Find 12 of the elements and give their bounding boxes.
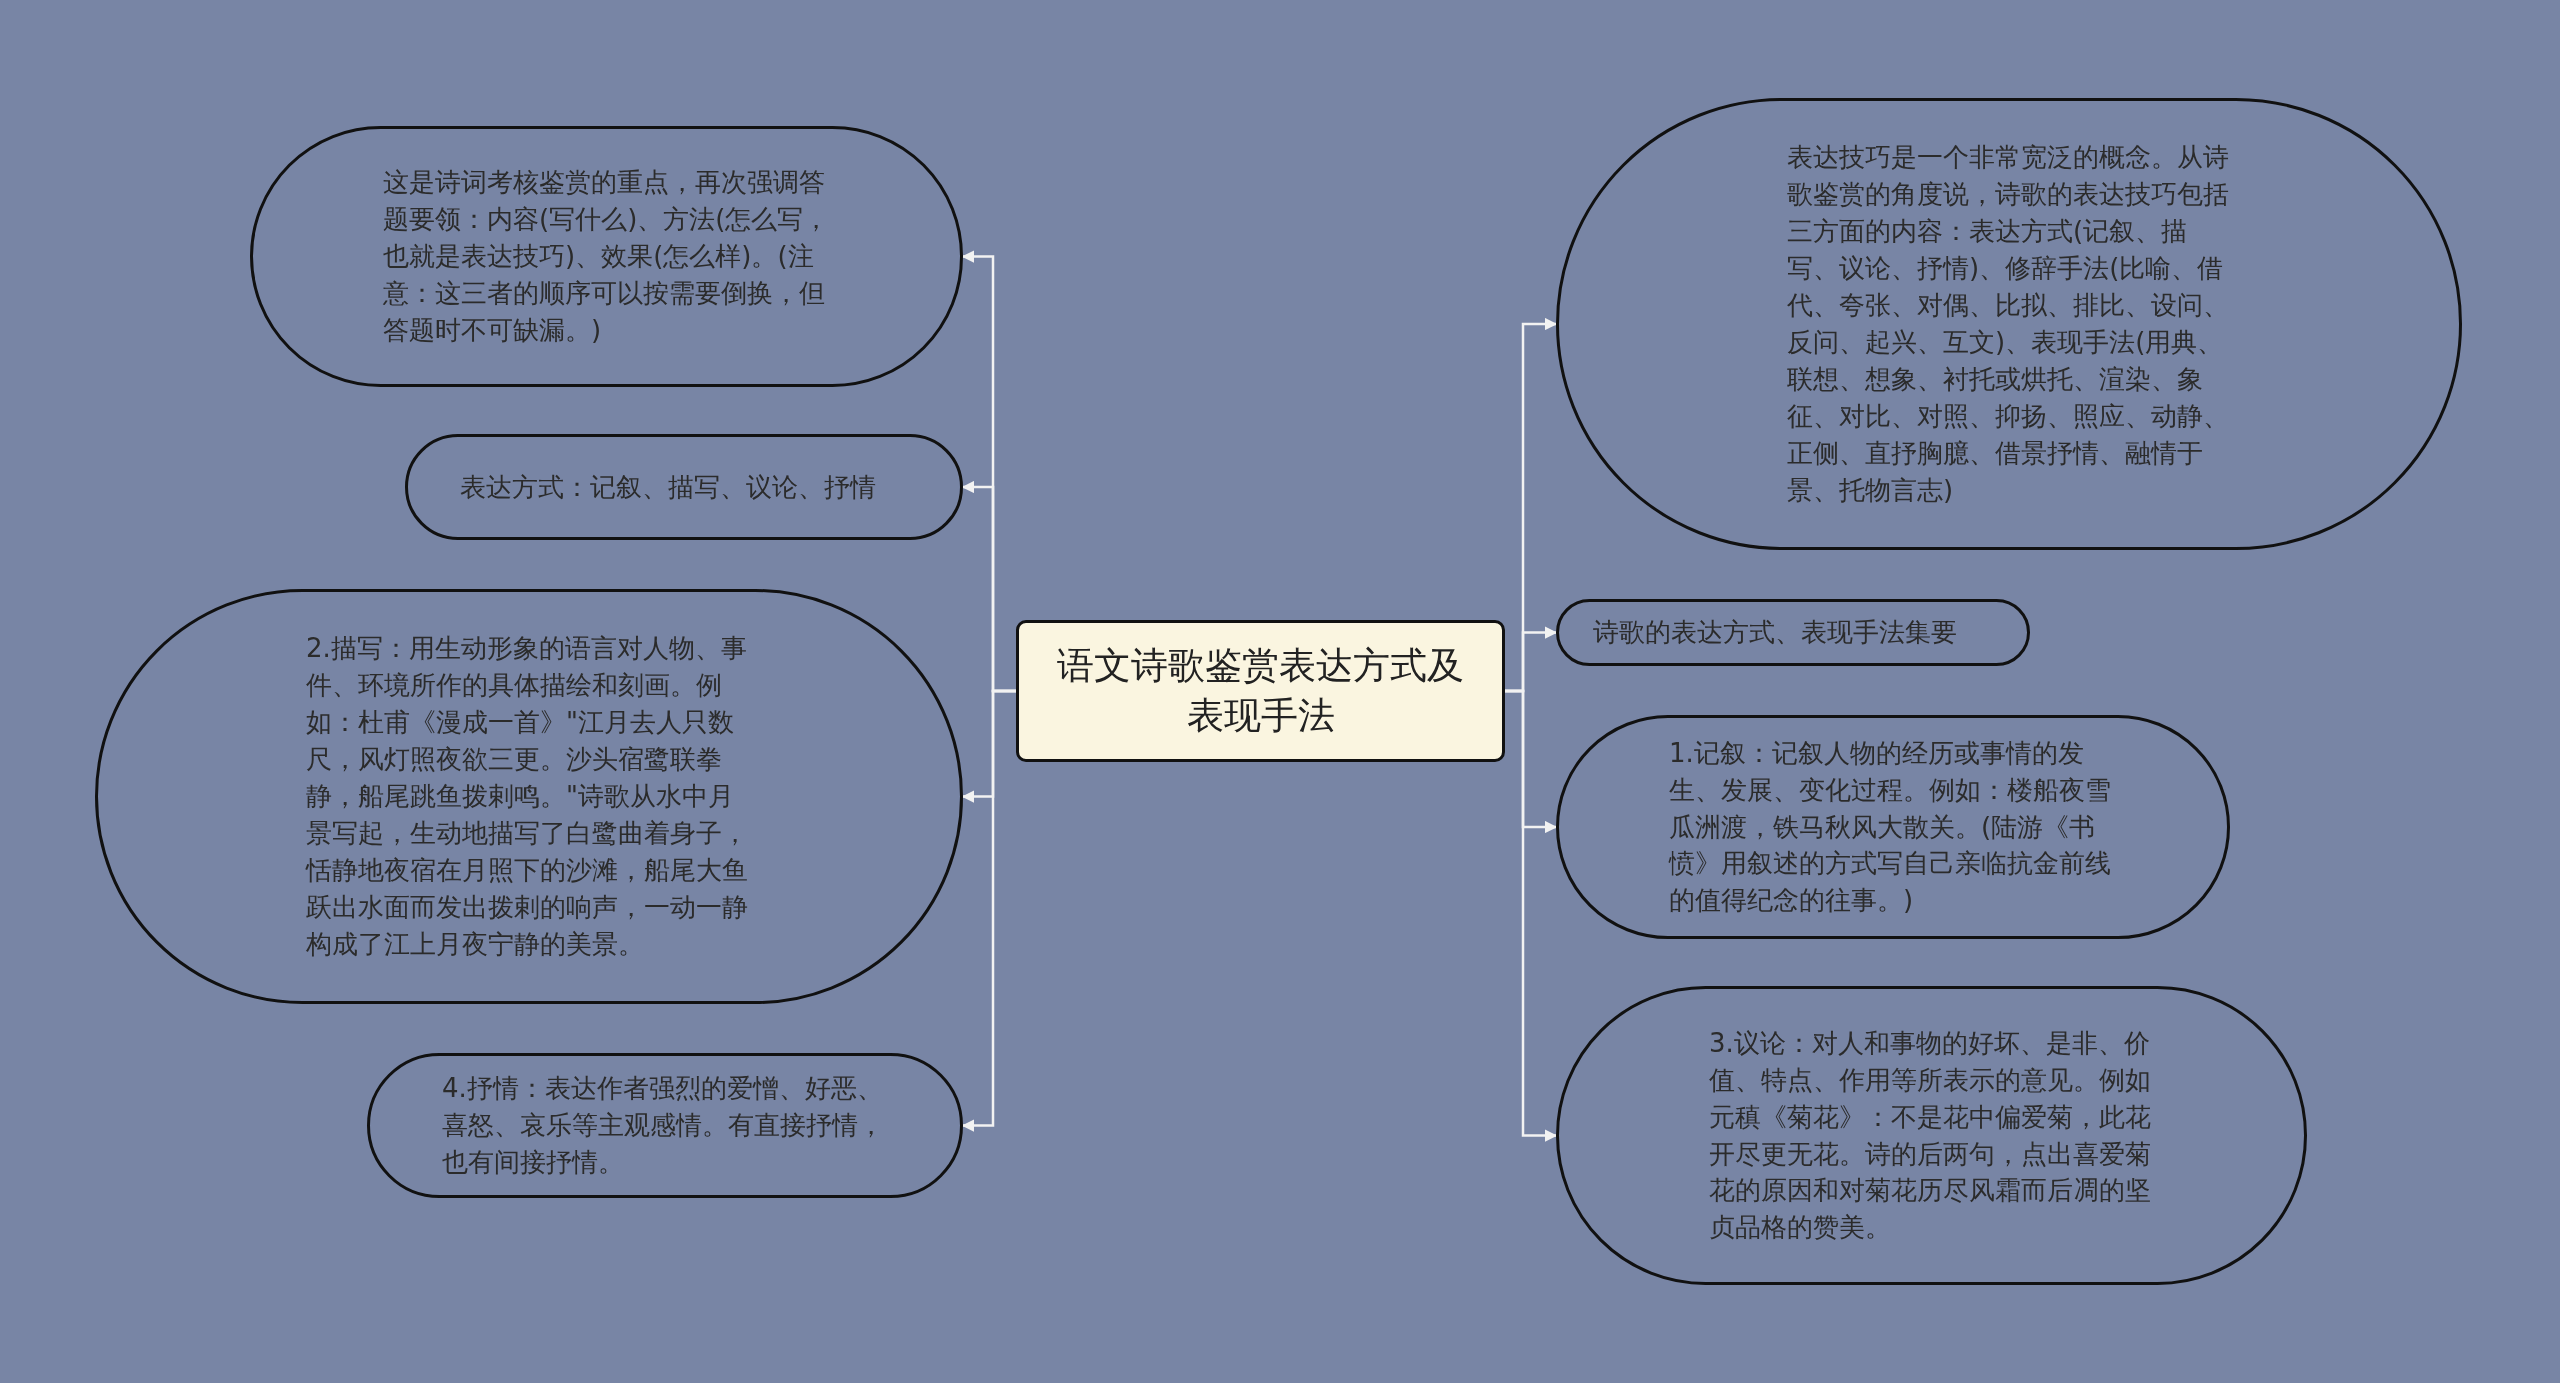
node-text: 2.描写：用生动形象的语言对人物、事件、环境所作的具体描绘和刻画。例如：杜甫《漫成一首》"江月去人只数尺，风灯照夜欲三更。沙头宿鹭联拳静，船尾跳鱼拨剌鸣。"诗歌从水中月景写起，生动地描写了白鹭曲着身子，恬静地夜宿在月照下的沙滩，船尾大鱼跃出水面而发出拨剌的响声，一动一静构成了江上月夜宁静的美景。 — [306, 632, 749, 961]
node-text: 4.抒情：表达作者强烈的爱憎、好恶、喜怒、哀乐等主观感情。有直接抒情，也有间接抒情。 — [442, 1072, 885, 1179]
connector-arrow — [1505, 689, 1558, 1142]
central-topic-text: 语文诗歌鉴赏表达方式及表现手法 — [1056, 643, 1465, 739]
node-text: 表达技巧是一个非常宽泛的概念。从诗歌鉴赏的角度说，诗歌的表达技巧包括三方面的内容：表达方式(记叙、描写、议论、抒情)、修辞手法(比喻、借代、夸张、对偶、比拟、排比、设问、反问、起兴、互文)、表现手法(用典、联想、想象、衬托或烘托、渲染、象征、对比、对照、抑扬、照应、动静、正侧、直抒胸臆、借景抒情、融情于景、托物言志) — [1787, 141, 2230, 507]
node-text: 诗歌的表达方式、表现手法集要 — [1593, 616, 1958, 650]
node-text: 表达方式：记叙、描写、议论、抒情 — [460, 470, 877, 504]
connector-arrow — [961, 689, 1016, 1132]
node-text: 这是诗词考核鉴赏的重点，再次强调答题要领：内容(写什么)、方法(怎么写，也就是表达技巧)、效果(怎么样)。(注意：这三者的顺序可以按需要倒换，但答题时不可缺漏。) — [383, 166, 831, 347]
node-text: 3.议论：对人和事物的好坏、是非、价值、特点、作用等所表示的意见。例如元稹《菊花》：不是花中偏爱菊，此花开尽更无花。诗的后两句，点出喜爱菊花的原因和对菊花历尽风霜而后凋的坚贞品格的赞美。 — [1709, 1026, 2152, 1245]
node-text: 1.记叙：记叙人物的经历或事情的发生、发展、变化过程。例如：楼船夜雪瓜洲渡，铁马秋风大散关。(陆游《书愤》用叙述的方式写自己亲临抗金前线的值得纪念的往事。) — [1669, 736, 2112, 918]
central-topic-box — [1016, 620, 1505, 762]
